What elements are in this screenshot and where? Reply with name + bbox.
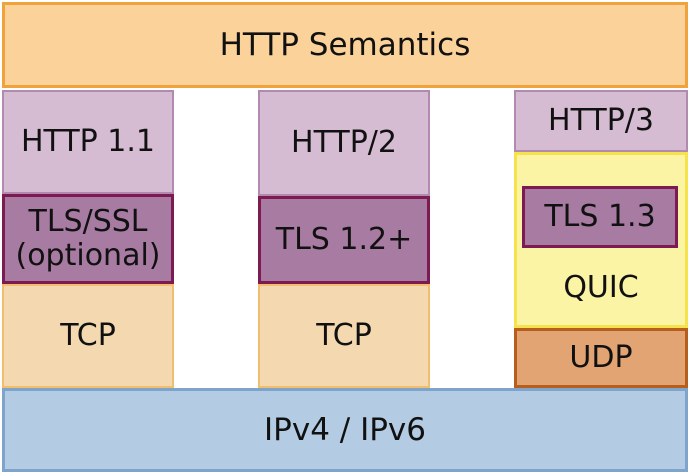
http-semantics-label: HTTP Semantics — [219, 26, 471, 63]
http2-label: HTTP/2 — [291, 125, 397, 161]
tls-ssl-line1: TLS/SSL — [28, 204, 148, 240]
ip-label: IPv4 / IPv6 — [264, 411, 426, 448]
tls13-label: TLS 1.3 — [544, 199, 656, 235]
udp-box: UDP — [514, 328, 688, 388]
tcp-box-2: TCP — [258, 284, 430, 388]
http-semantics-layer: HTTP Semantics — [2, 2, 688, 88]
http11-label: HTTP 1.1 — [20, 124, 156, 160]
udp-label: UDP — [569, 340, 633, 376]
tcp-label-1: TCP — [60, 318, 116, 354]
tls13-box: TLS 1.3 — [522, 186, 678, 248]
tcp-box-1: TCP — [2, 284, 174, 388]
http3-box: HTTP/3 — [514, 90, 688, 152]
http2-box: HTTP/2 — [258, 90, 430, 196]
tls-ssl-line2: (optional) — [15, 238, 161, 273]
http3-label: HTTP/3 — [548, 103, 654, 139]
tls-ssl-box: TLS/SSL (optional) — [2, 194, 174, 284]
tls12-box: TLS 1.2+ — [258, 196, 430, 284]
http11-box: HTTP 1.1 — [2, 90, 174, 194]
tls12-label: TLS 1.2+ — [275, 222, 413, 258]
ip-layer: IPv4 / IPv6 — [2, 388, 688, 472]
tls-ssl-label: TLS/SSL (optional) — [16, 205, 161, 272]
tcp-label-2: TCP — [316, 318, 372, 354]
quic-label: QUIC — [563, 270, 639, 306]
